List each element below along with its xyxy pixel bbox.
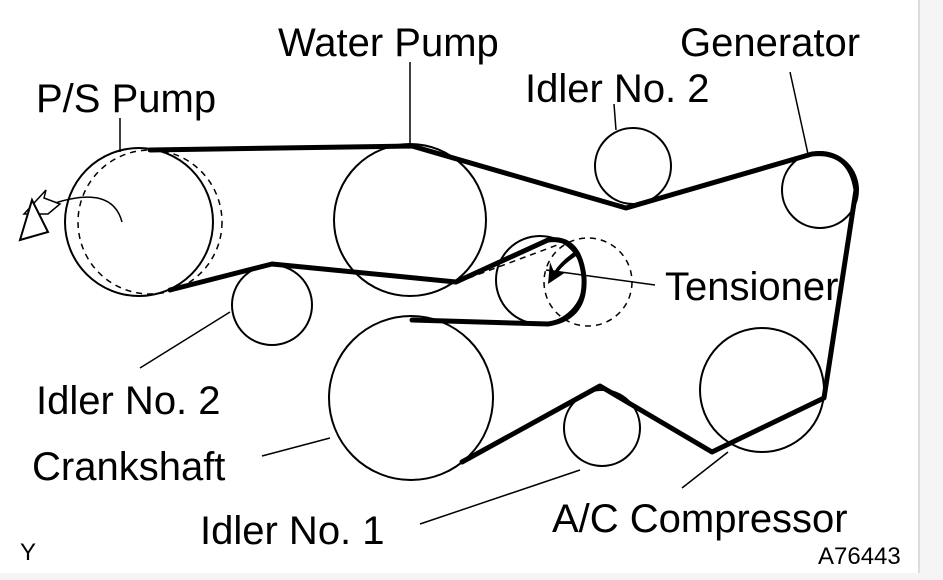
leader-idler-left <box>139 311 231 369</box>
label-ac-compressor: A/C Compressor <box>552 497 848 541</box>
rotation-arrowhead-tip <box>18 197 50 242</box>
tensioner-arrow-icon <box>548 252 576 284</box>
leader-generator <box>789 71 809 155</box>
ps-pump-ghost-outline <box>77 149 223 295</box>
label-idler-left: Idler No. 2 <box>36 379 221 423</box>
label-ps-pump: P/S Pump <box>36 77 216 121</box>
tensioner-pulley <box>495 235 585 325</box>
label-water-pump: Water Pump <box>278 21 499 65</box>
idler-no2-left-pulley <box>231 264 313 346</box>
corner-mark: Y <box>20 539 36 566</box>
drive-belt <box>147 143 859 465</box>
ac-compressor-pulley <box>699 327 825 453</box>
leader-idler-bottom <box>419 469 581 525</box>
leader-ac-compressor <box>681 451 729 489</box>
label-generator: Generator <box>680 21 860 65</box>
figure-id: A76443 <box>818 543 901 570</box>
ps-pump-pulley <box>64 147 214 297</box>
label-tensioner: Tensioner <box>665 265 838 309</box>
idler-no2-top-pulley <box>594 127 672 205</box>
crankshaft-pulley <box>328 315 494 481</box>
label-idler-bottom: Idler No. 1 <box>200 509 385 553</box>
label-crankshaft: Crankshaft <box>32 445 225 489</box>
leader-tensioner <box>545 269 656 286</box>
label-idler-top: Idler No. 2 <box>525 67 710 111</box>
rotation-arrow-icon <box>51 196 123 223</box>
leader-idler-top <box>613 103 617 131</box>
leader-crankshaft <box>261 437 331 457</box>
belt-alternate-route <box>457 243 561 283</box>
